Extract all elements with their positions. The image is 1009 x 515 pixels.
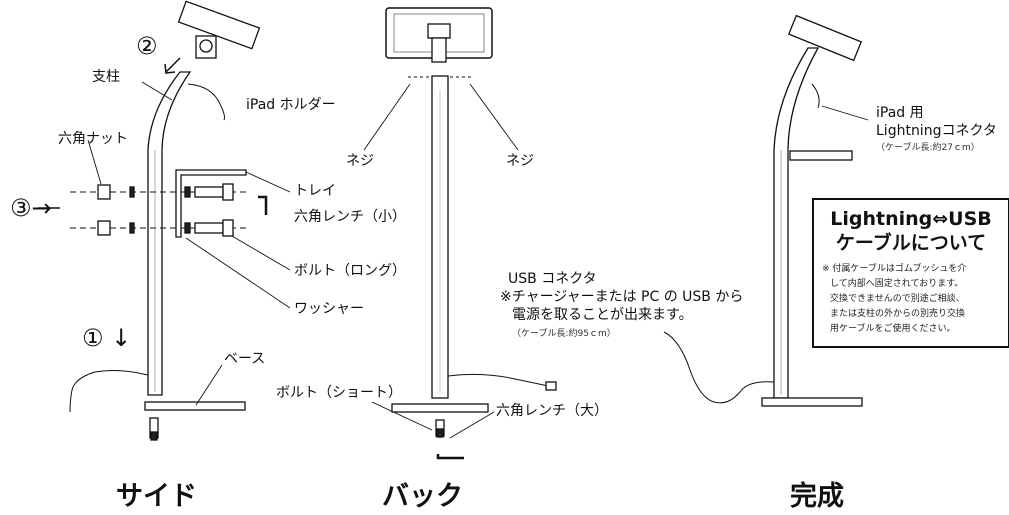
side-bolt-row-1 [70,183,250,201]
side-bolt-row-2 [70,219,250,237]
label-ipad-holder: iPad ホルダー [246,97,336,113]
label-lightning-connector: Lightningコネクタ [876,123,997,139]
label-ipad-for: iPad 用 [876,105,924,121]
note-line: または支柱の外からの別売り交換 [830,309,966,319]
note-line: 用ケーブルをご使用ください。 [830,324,956,334]
back-ipad-holder [385,7,493,63]
section-title-back: バック [382,481,463,512]
label-tray: トレイ [294,183,336,199]
side-ipad-holder [177,0,261,59]
section-title-complete: 完成 [790,481,844,512]
step-3-label: ③→ [10,194,52,222]
side-tray [175,169,247,238]
label-screw-right: ネジ [506,153,534,169]
back-base [391,403,489,413]
label-usb-connector: USB コネクタ [508,271,597,287]
note-title-1: Lightning⇔USB [830,208,992,230]
label-washer: ワッシャー [294,301,364,317]
label-base: ベース [224,351,266,367]
label-usb-cable-length: （ケーブル長:約95ｃm） [512,329,616,339]
note-title-2: ケーブルについて [835,232,987,254]
label-bolt-long: ボルト（ロング） [294,263,406,279]
label-hex-wrench-large: 六角レンチ（大） [496,403,608,419]
label-usb-note-2: 電源を取ることが出来ます。 [512,307,693,323]
note-line: ※ 付属ケーブルはゴムブッシュを介 [822,264,967,274]
note-line: して内部へ固定されております。 [830,279,964,289]
note-line: 交換できませんので別途ご相談、 [830,294,965,304]
step-1-label: ① ↓ [82,324,132,352]
label-hex-nut: 六角ナット [58,131,128,147]
label-lightning-cable-length: （ケーブル長:約27ｃm） [876,143,980,153]
side-base [144,401,246,411]
label-screw-left: ネジ [346,153,374,169]
label-hex-wrench-small: 六角レンチ（小） [294,209,406,225]
side-pillar [147,71,192,396]
complete-stand [761,14,863,407]
label-bolt-short: ボルト（ショート） [276,385,402,401]
label-pillar: 支柱 [92,69,120,85]
label-usb-note: ※チャージャーまたは PC の USB から [500,289,744,305]
section-title-side: サイド [116,481,197,512]
note-body: ※ 付属ケーブルはゴムブッシュを介 して内部へ固定されております。 交換できませ… [822,262,1004,337]
step-2-label: ② [136,32,158,60]
cable-note-box: Lightning⇔USB ケーブルについて ※ 付属ケーブルはゴムブッシュを介… [812,198,1009,348]
